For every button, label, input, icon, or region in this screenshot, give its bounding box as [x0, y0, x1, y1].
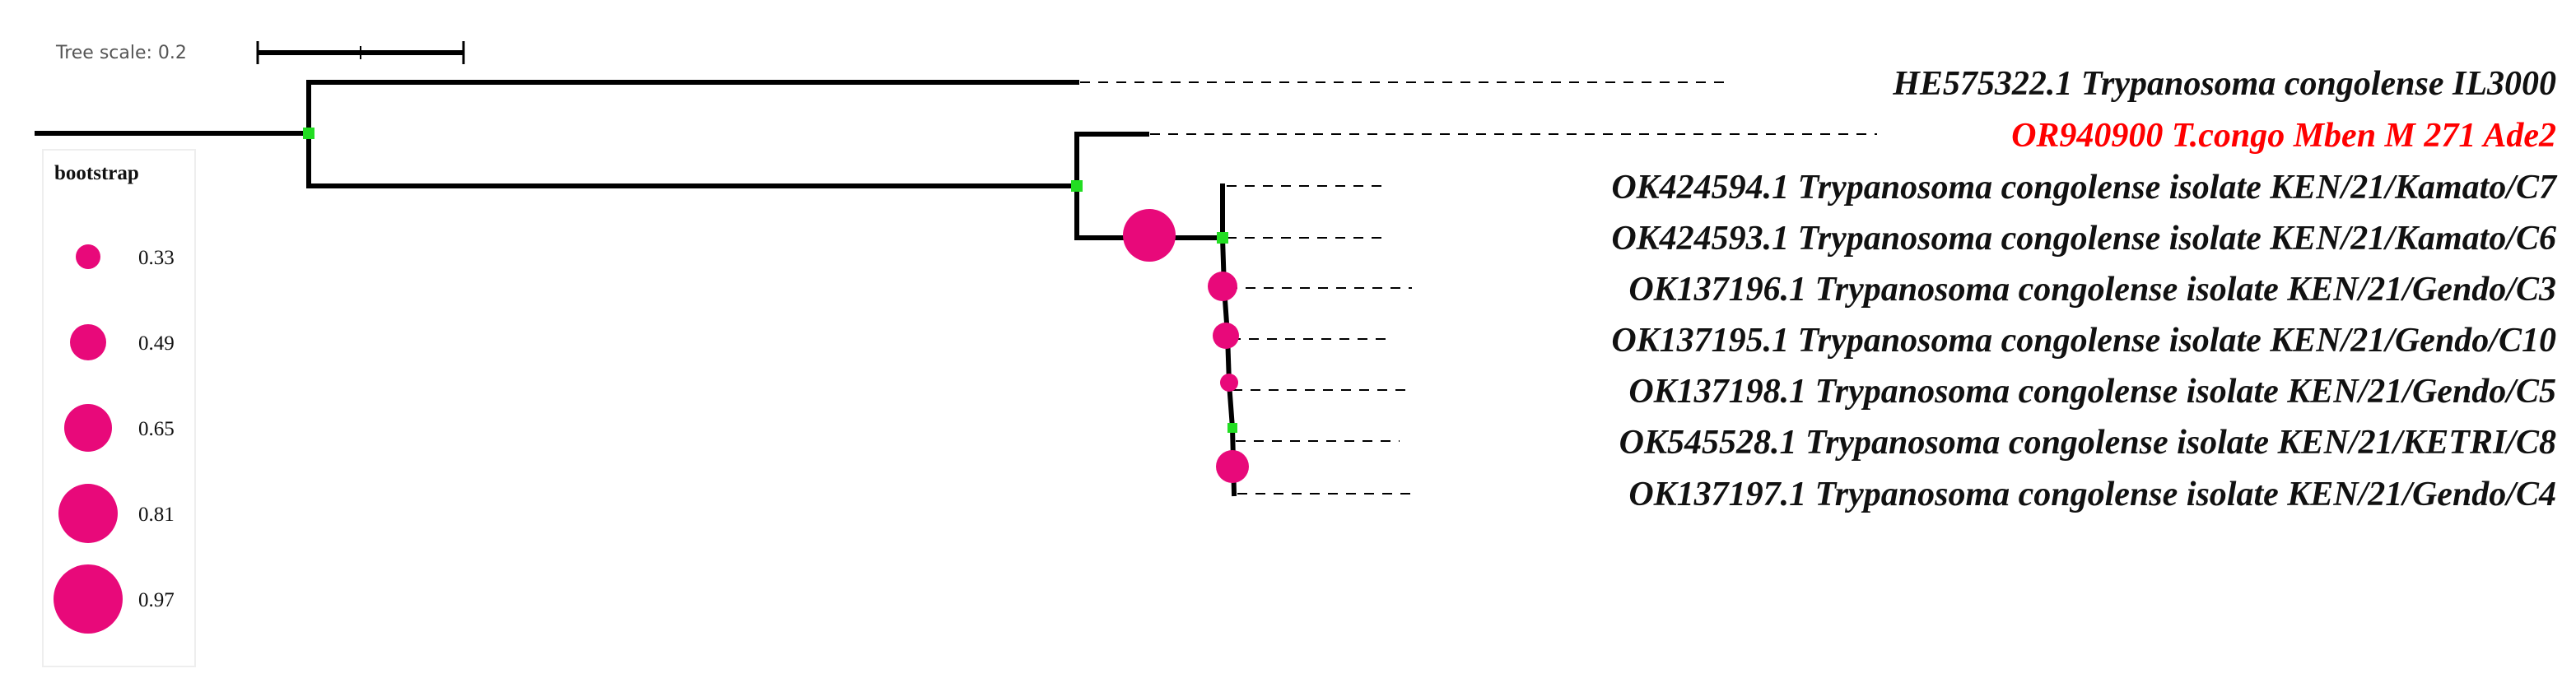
bootstrap-marker: [1220, 374, 1238, 392]
leaf-label: OK137198.1 Trypanosoma congolense isolat…: [1628, 373, 2556, 411]
bootstrap-marker: [1123, 209, 1176, 262]
tree-scale: Tree scale: 0.2: [55, 41, 465, 64]
bootstrap-legend: bootstrap 0.33 0.49 0.65 0.81 0.97: [42, 149, 196, 667]
legend-circle-0: [76, 244, 100, 269]
tree-scale-label: Tree scale: 0.2: [55, 43, 187, 63]
legend-circle-4: [54, 564, 123, 634]
bootstrap-marker: [1216, 450, 1249, 483]
node-marker: [303, 128, 314, 139]
leaf-label: OK137197.1 Trypanosoma congolense isolat…: [1628, 476, 2556, 513]
leaf-label: HE575322.1 Trypanosoma congolense IL3000: [1892, 65, 2556, 103]
legend-frame: [42, 149, 196, 667]
leaf-label-highlighted: OR940900 T.congo Mben M 271 Ade2: [2011, 117, 2556, 155]
node-markers: [303, 128, 1237, 433]
tree-branches: [35, 80, 1237, 497]
legend-circle-3: [58, 484, 118, 543]
node-marker: [1227, 423, 1237, 433]
legend-title: bootstrap: [54, 162, 139, 184]
legend-label-2: 0.65: [138, 418, 175, 440]
leaf-label: OK545528.1 Trypanosoma congolense isolat…: [1619, 424, 2556, 462]
leaf-labels: HE575322.1 Trypanosoma congolense IL3000…: [1611, 65, 2558, 513]
bootstrap-markers: [1123, 209, 1249, 483]
leaf-label: OK424593.1 Trypanosoma congolense isolat…: [1611, 220, 2556, 258]
node-marker: [1071, 180, 1083, 192]
bootstrap-marker: [1208, 272, 1237, 301]
legend-label-0: 0.33: [138, 247, 175, 269]
legend-circle-2: [64, 404, 112, 452]
legend-label-4: 0.97: [138, 589, 175, 611]
leaf-label: OK424594.1 Trypanosoma congolense isolat…: [1611, 169, 2558, 207]
legend-label-1: 0.49: [138, 332, 175, 355]
leaf-connectors: [1080, 81, 1877, 495]
legend-label-3: 0.81: [138, 504, 175, 526]
leaf-label: OK137195.1 Trypanosoma congolense isolat…: [1611, 322, 2556, 360]
leaf-label: OK137196.1 Trypanosoma congolense isolat…: [1628, 271, 2556, 309]
node-marker: [1217, 232, 1228, 244]
bootstrap-marker: [1213, 323, 1239, 349]
legend-circle-1: [70, 324, 106, 360]
